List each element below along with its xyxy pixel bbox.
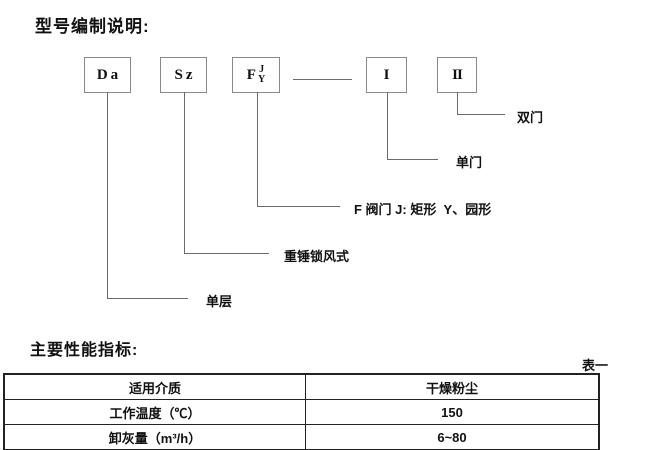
callout-double-door: 双门 [517,110,544,125]
table-cell-medium-label: 适用介质 [3,373,306,400]
diagram-box-sz: Sz [160,57,207,93]
table-row: 卸灰量（m³/h） 6~80 [3,424,600,450]
callout-single-layer: 单层 [206,294,233,309]
diagram-box-roman-two: II [437,57,477,93]
callout-single-door: 单门 [456,155,483,170]
line-da-horizontal [107,298,188,299]
line-sz-vertical [184,92,185,253]
section-title-performance: 主要性能指标: [30,342,139,359]
box-i-label: I [383,66,390,83]
table-row: 适用介质 干燥粉尘 [3,373,600,400]
box-f-sub: Y [257,74,266,85]
table-cell-temperature-value: 150 [305,399,600,425]
line-roman-two-horizontal [457,114,505,115]
line-f-horizontal [257,206,340,207]
table-cell-temperature-label: 工作温度（℃） [3,399,306,425]
box-f-sup-sub: J Y [258,65,265,85]
line-roman-one-horizontal [387,159,438,160]
box-f-label: F [246,66,256,83]
table-cell-discharge-value: 6~80 [305,424,600,450]
box-sz-label: Sz [174,66,196,83]
line-roman-two-vertical [457,92,458,114]
line-da-vertical [107,92,108,298]
diagram-box-roman-one: I [366,57,407,93]
table-cell-discharge-label: 卸灰量（m³/h） [3,424,306,450]
diagram-box-da: Da [84,57,131,93]
table-row: 工作温度（℃） 150 [3,399,600,425]
section-title-model-designation: 型号编制说明: [35,17,150,36]
box-ii-label: II [452,66,463,83]
line-f-vertical [257,92,258,206]
diagram-box-fjy: F J Y [232,57,280,93]
box-da-label: Da [96,66,122,83]
table-cell-medium-value: 干燥粉尘 [305,373,600,400]
connector-f-to-i-line [293,79,352,80]
table-caption: 表一 [581,358,608,373]
callout-valve-shape: F 阀门 J: 矩形 Y、园形 [354,202,492,217]
box-f-sup: J [259,64,265,75]
line-roman-one-vertical [387,92,388,159]
callout-hammer-airlock: 重锤锁风式 [284,249,350,264]
performance-table: 适用介质 干燥粉尘 工作温度（℃） 150 卸灰量（m³/h） 6~80 [3,373,600,450]
line-sz-horizontal [184,253,269,254]
